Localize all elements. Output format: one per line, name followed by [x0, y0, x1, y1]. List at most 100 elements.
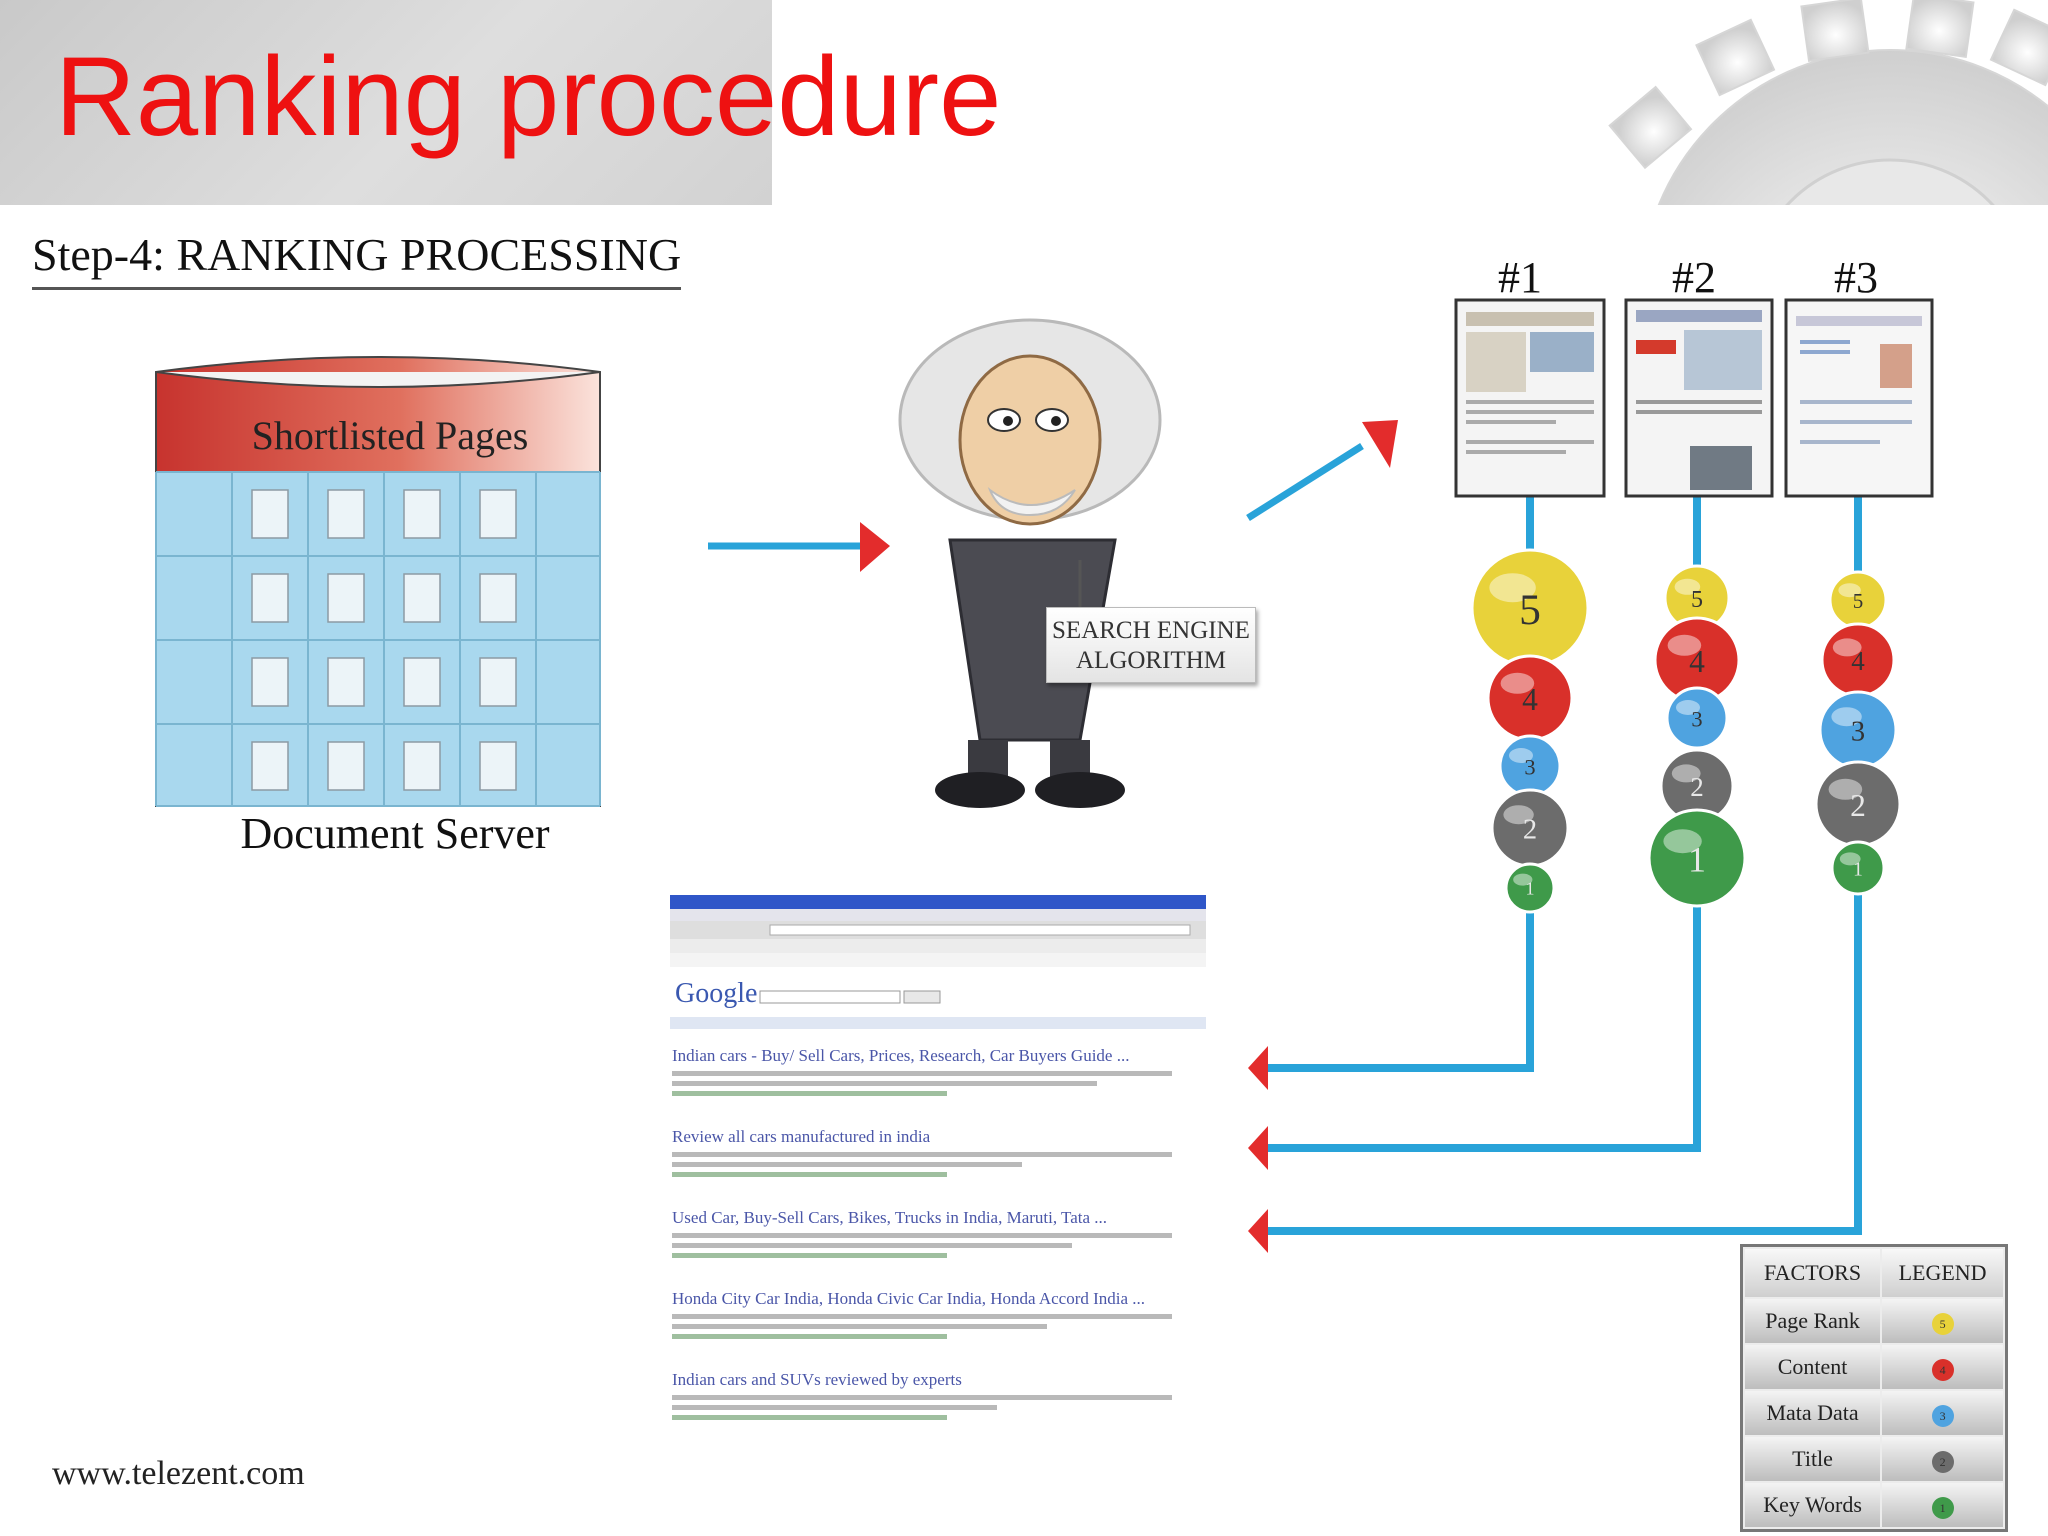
slide-title: Ranking procedure	[55, 34, 1002, 159]
rank-ball-number: 1	[1688, 839, 1706, 879]
rank-label-2: #2	[1672, 253, 1716, 302]
db-page-thumbnail	[403, 657, 441, 707]
db-page-thumbnail	[327, 657, 365, 707]
rank-ball-highlight	[1509, 748, 1533, 763]
db-page-thumbnail	[327, 741, 365, 791]
db-page-thumbnail	[251, 573, 289, 623]
search-results-browser	[670, 895, 1206, 1029]
rank-ball-highlight	[1674, 578, 1701, 595]
arrow-result-2	[1248, 1126, 1268, 1170]
serp-result-title[interactable]: Indian cars - Buy/ Sell Cars, Prices, Re…	[672, 1046, 1130, 1065]
db-page-thumbnail	[403, 741, 441, 791]
rank-ball-highlight	[1489, 573, 1536, 603]
header-background	[0, 0, 772, 205]
db-page-thumbnail	[403, 489, 441, 539]
rank-ball-highlight	[1832, 638, 1862, 657]
rank-ball-highlight	[1500, 672, 1535, 694]
rank-ball-number: 3	[1691, 706, 1702, 731]
rank-ball-number: 5	[1519, 586, 1541, 634]
rank-ball-number: 4	[1851, 646, 1865, 676]
db-page-thumbnail	[479, 657, 517, 707]
db-page-thumbnail	[251, 657, 289, 707]
arrow-result-1	[1248, 1046, 1268, 1090]
rank-ball-number: 1	[1853, 859, 1863, 880]
rank-ball-highlight	[1503, 805, 1534, 825]
serp-result-title[interactable]: Indian cars and SUVs reviewed by experts	[672, 1370, 962, 1389]
algorithm-line-1: SEARCH ENGINE	[1052, 617, 1250, 644]
db-page-thumbnail	[479, 573, 517, 623]
rank-ball-number: 2	[1523, 815, 1537, 846]
rank-ball-number: 3	[1524, 754, 1535, 779]
shortlisted-pages-label: Shortlisted Pages	[251, 413, 529, 458]
legend-row: Content 4	[1742, 1343, 2005, 1391]
legend-factor-label: Content	[1742, 1343, 1883, 1391]
serp-result-3[interactable]: Used Car, Buy-Sell Cars, Bikes, Trucks i…	[672, 1208, 1172, 1258]
document-server-db	[155, 356, 601, 807]
footer-url: www.telezent.com	[52, 1455, 305, 1492]
rank-ball-number: 2	[1850, 788, 1866, 823]
db-page-thumbnail	[479, 741, 517, 791]
legend-factor-label: Key Words	[1742, 1481, 1883, 1529]
page-thumbnail-3	[1784, 298, 1934, 498]
db-page-thumbnail	[327, 573, 365, 623]
db-page-thumbnail	[251, 489, 289, 539]
arrow-result-3	[1248, 1209, 1268, 1253]
legend-ball-icon: 2	[1931, 1450, 1954, 1473]
rank-ball-number: 5	[1691, 587, 1703, 613]
page-thumbnail-2	[1624, 298, 1774, 498]
rank-label-1: #1	[1498, 253, 1542, 302]
serp-result-title[interactable]: Honda City Car India, Honda Civic Car In…	[672, 1289, 1146, 1308]
rank-ball-highlight	[1831, 707, 1862, 727]
rank-ball-highlight	[1671, 764, 1701, 783]
serp-result-title[interactable]: Review all cars manufactured in india	[672, 1127, 931, 1146]
legend-header-legend: LEGEND	[1880, 1247, 2005, 1299]
legend-header-factors: FACTORS	[1742, 1247, 1883, 1299]
rank-ball-2-1	[1647, 808, 1747, 908]
db-page-thumbnail	[403, 573, 441, 623]
serp-result-5[interactable]: Indian cars and SUVs reviewed by experts	[672, 1370, 1172, 1420]
serp-result-2[interactable]: Review all cars manufactured in india	[672, 1127, 1172, 1177]
rank-ball-2-3	[1665, 686, 1729, 750]
arrow-db-to-algorithm	[708, 522, 890, 572]
rank-ball-highlight	[1513, 873, 1533, 886]
db-page-thumbnail	[479, 489, 517, 539]
rank-ball-highlight	[1667, 634, 1702, 656]
rank-ball-number: 5	[1853, 589, 1864, 613]
legend-factor-label: Page Rank	[1742, 1297, 1883, 1345]
legend-swatch-cell: 4	[1880, 1343, 2005, 1391]
db-page-thumbnail	[251, 741, 289, 791]
db-page-thumbnail	[327, 489, 365, 539]
rank-ball-highlight	[1838, 583, 1861, 598]
scientist-figure	[898, 318, 1162, 808]
rank-ball-1-1	[1504, 862, 1556, 914]
serp-result-1[interactable]: Indian cars - Buy/ Sell Cars, Prices, Re…	[672, 1046, 1172, 1096]
rank-ball-number: 2	[1690, 772, 1704, 802]
rank-ball-number: 4	[1522, 682, 1538, 717]
legend-ball-icon: 5	[1931, 1312, 1954, 1335]
serp-result-title[interactable]: Used Car, Buy-Sell Cars, Bikes, Trucks i…	[672, 1208, 1108, 1227]
rank-ball-3-1	[1830, 840, 1886, 896]
page-thumbnail-1	[1454, 298, 1606, 498]
legend-swatch-cell: 1	[1880, 1481, 2005, 1529]
legend-swatch-cell: 5	[1880, 1297, 2005, 1345]
rank-ball-highlight	[1663, 829, 1702, 854]
rank-ball-highlight	[1839, 852, 1861, 866]
rank-ball-highlight	[1676, 700, 1700, 715]
legend-ball-icon: 4	[1931, 1358, 1954, 1381]
legend-factor-label: Mata Data	[1742, 1389, 1883, 1437]
step-title: Step-4: RANKING PROCESSING	[32, 228, 682, 290]
rank-label-3: #3	[1834, 253, 1878, 302]
rank-ball-number: 1	[1526, 879, 1535, 899]
document-server-label: Document Server	[240, 809, 550, 858]
serp-result-4[interactable]: Honda City Car India, Honda Civic Car In…	[672, 1289, 1172, 1339]
legend-swatch-cell: 2	[1880, 1435, 2005, 1483]
legend-row: Page Rank 5	[1742, 1297, 2005, 1345]
rank-ball-number: 4	[1689, 644, 1705, 679]
search-engine-algorithm-sign: SEARCH ENGINE ALGORITHM	[1046, 607, 1256, 683]
rank-ball-highlight	[1828, 778, 1863, 800]
